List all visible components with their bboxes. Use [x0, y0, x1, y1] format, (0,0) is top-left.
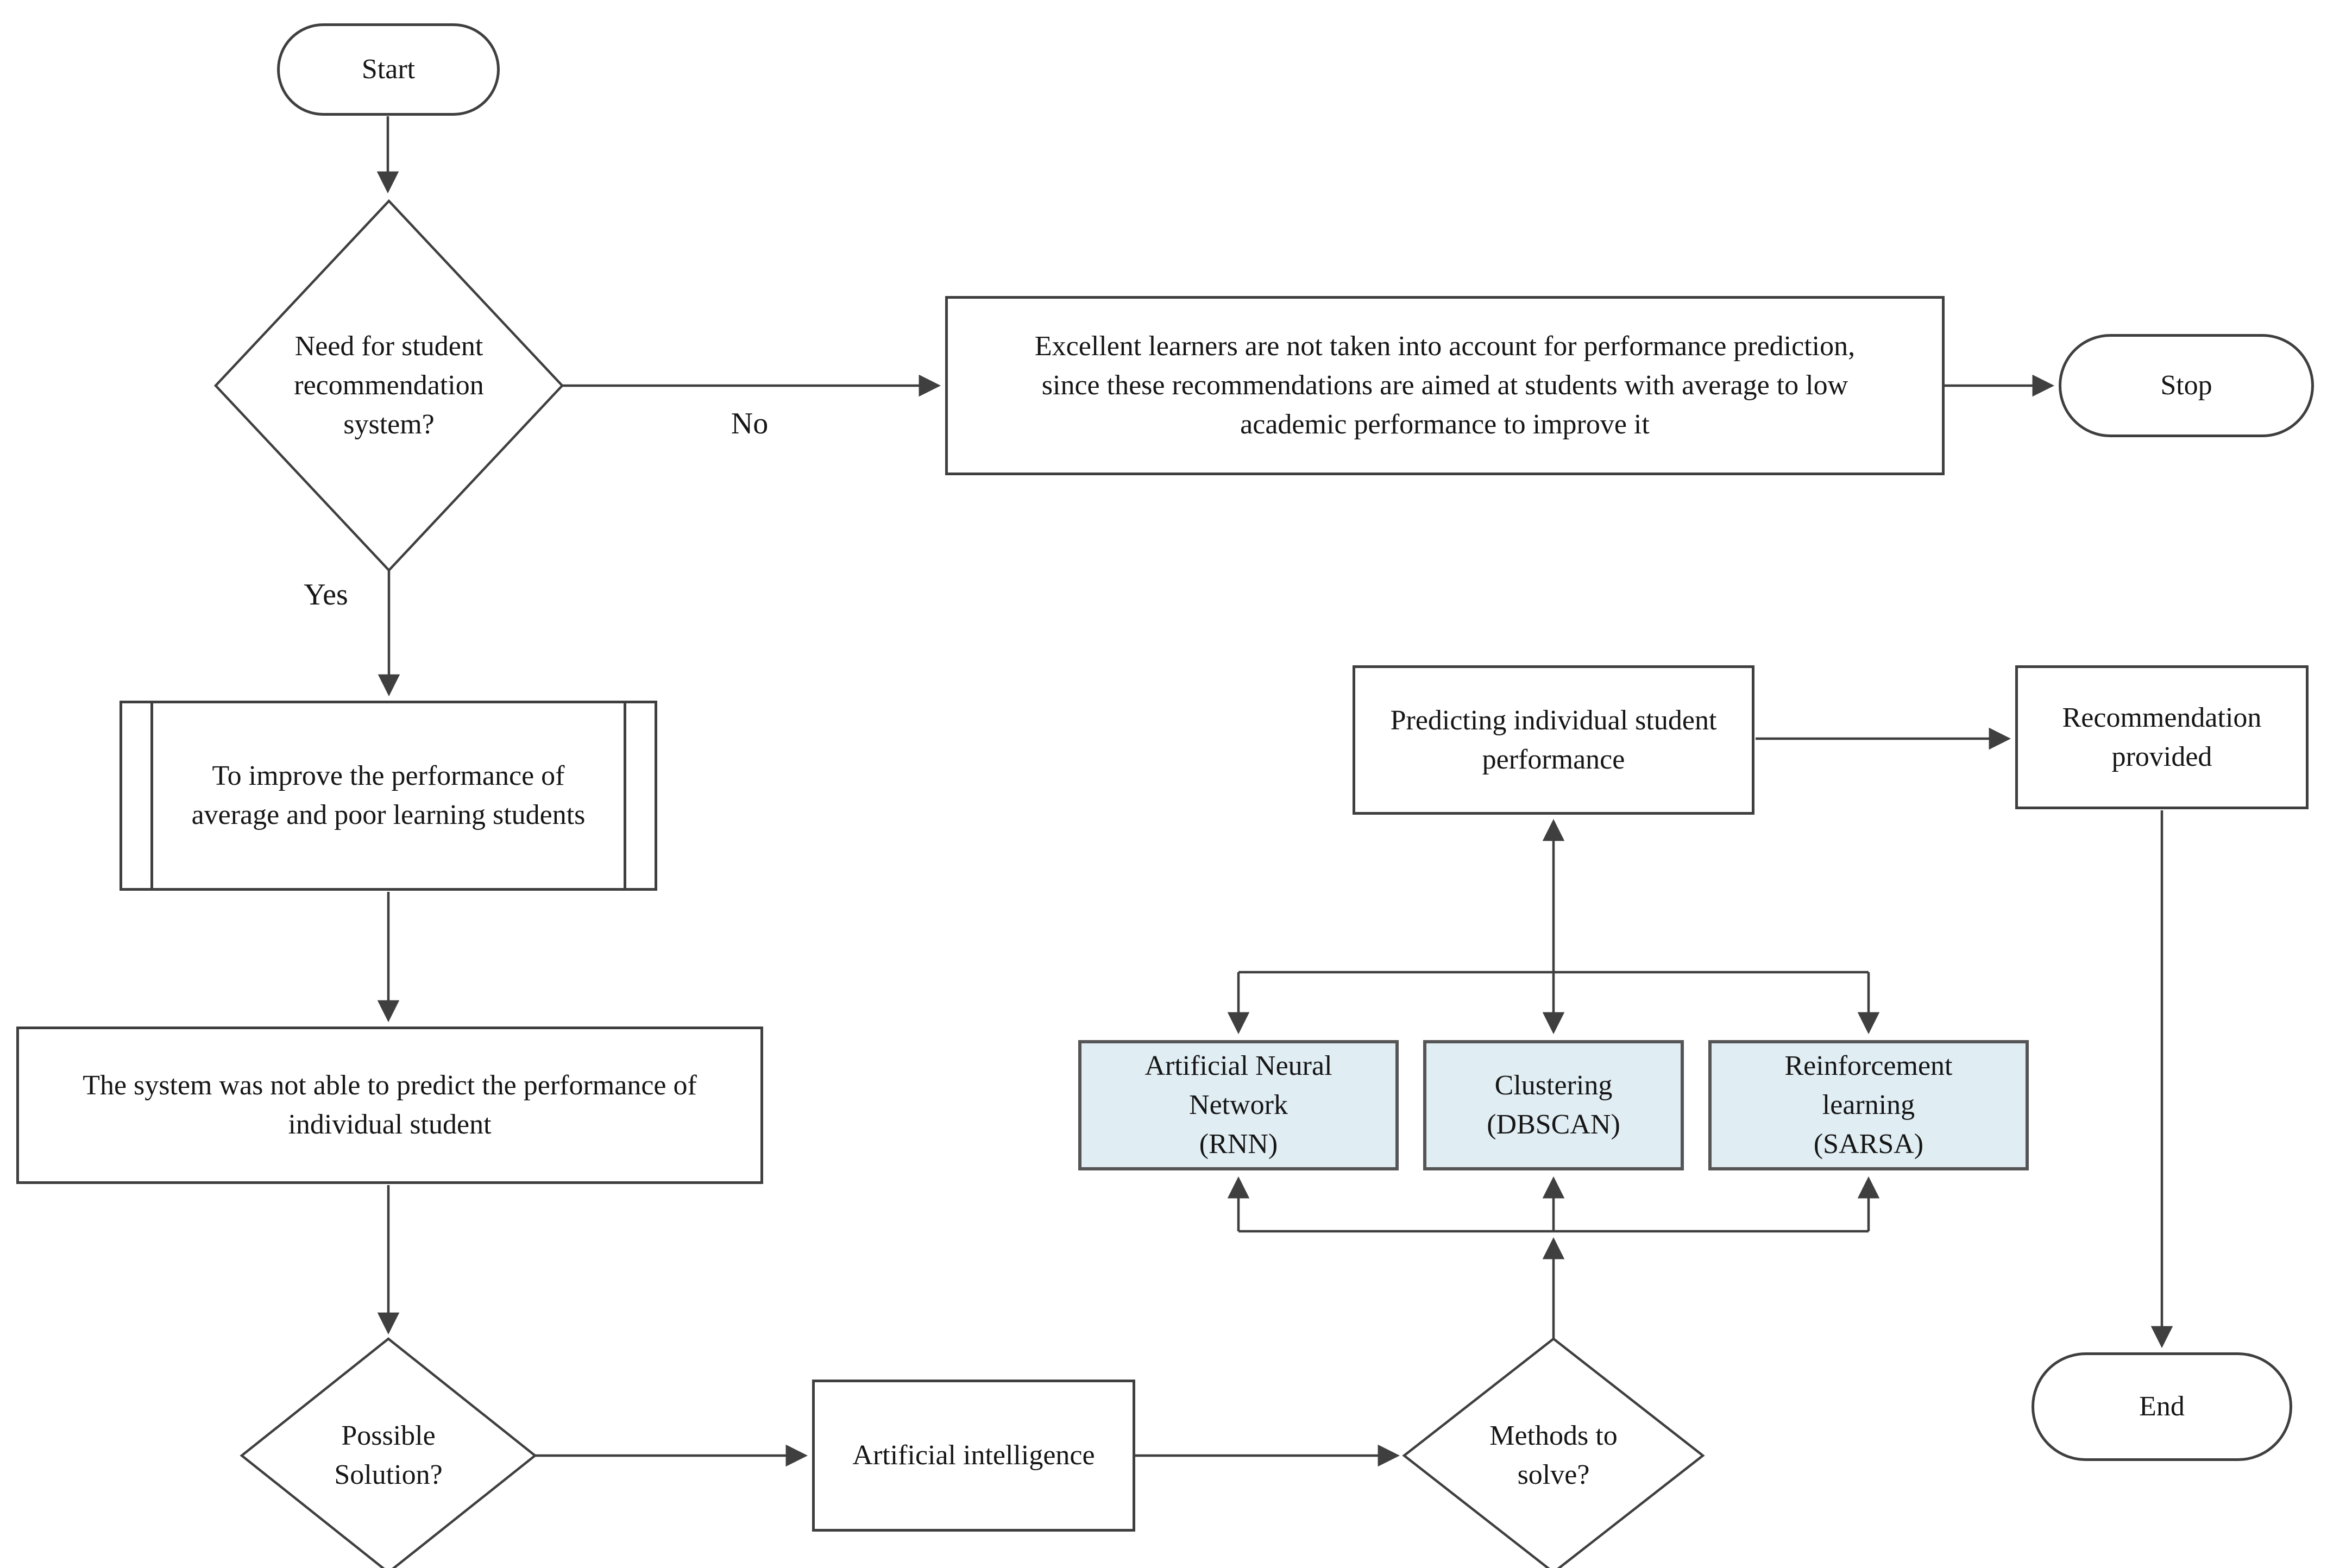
clustering-dbscan-node: Clustering (DBSCAN) — [1423, 1040, 1684, 1170]
excellent-learners-node: Excellent learners are not taken into ac… — [945, 296, 1945, 475]
edge-label-no: No — [731, 407, 769, 440]
predefined-process-right-bar — [624, 702, 626, 889]
edge-label-yes: Yes — [304, 578, 348, 612]
stop-node: Stop — [2059, 334, 2314, 437]
recommendation-provided-node: Recommendation provided — [2015, 665, 2309, 809]
ann-rnn-node: Artificial Neural Network (RNN) — [1078, 1040, 1399, 1170]
artificial-intelligence-node: Artificial intelligence — [812, 1380, 1135, 1532]
predicting-performance-node: Predicting individual student performanc… — [1353, 665, 1754, 815]
system-not-able-node: The system was not able to predict the p… — [16, 1027, 763, 1184]
reinforcement-sarsa-node: Reinforcement learning (SARSA) — [1708, 1040, 2029, 1170]
decision-methods-to-solve-label: Methods to solve? — [1489, 1420, 1618, 1490]
decision-possible-solution-label: Possible Solution? — [334, 1420, 443, 1490]
end-label: End — [2139, 1391, 2185, 1422]
improve-performance-node: To improve the performance of average an… — [120, 701, 657, 891]
decision-need-recommendation-label: Need for student recommendation system? — [294, 331, 484, 440]
decision-possible-solution-shape — [240, 1337, 537, 1568]
predefined-process-left-bar — [150, 702, 153, 889]
decision-methods-to-solve-shape — [1402, 1337, 1705, 1568]
end-node: End — [2032, 1352, 2292, 1461]
start-label: Start — [361, 54, 416, 85]
start-node: Start — [277, 23, 500, 116]
stop-label: Stop — [2160, 370, 2212, 401]
